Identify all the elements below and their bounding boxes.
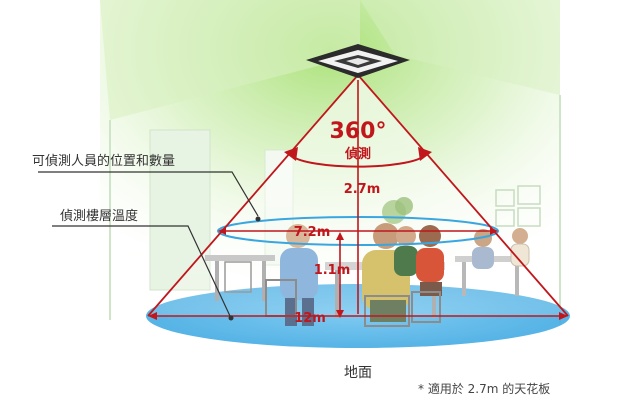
mid-height-label: 1.1m — [314, 263, 351, 278]
rotate-arrow-icon — [284, 147, 432, 168]
floor-diameter-label: 12m — [294, 311, 326, 326]
callout-people-label: 可偵測人員的位置和數量 — [32, 153, 175, 169]
person-6 — [510, 228, 530, 267]
rotation-angle-label: 360° — [330, 119, 387, 144]
callout-leaders — [38, 171, 261, 321]
person-3 — [394, 226, 418, 276]
cone-outline — [147, 74, 569, 317]
person-1 — [280, 224, 318, 326]
floor-label: 地面 — [344, 365, 372, 381]
person-4 — [416, 225, 444, 296]
rotation-text-label: 偵測 — [344, 146, 371, 162]
dimension-lines — [148, 80, 568, 320]
ceiling-height-label: 2.7m — [344, 182, 381, 197]
mid-diameter-label: 7.2m — [294, 225, 331, 240]
footnote: * 適用於 2.7m 的天花板 — [418, 381, 550, 396]
callout-temperature-label: 偵測樓層溫度 — [60, 208, 138, 224]
ceiling-cassette-ac-icon — [306, 44, 410, 78]
